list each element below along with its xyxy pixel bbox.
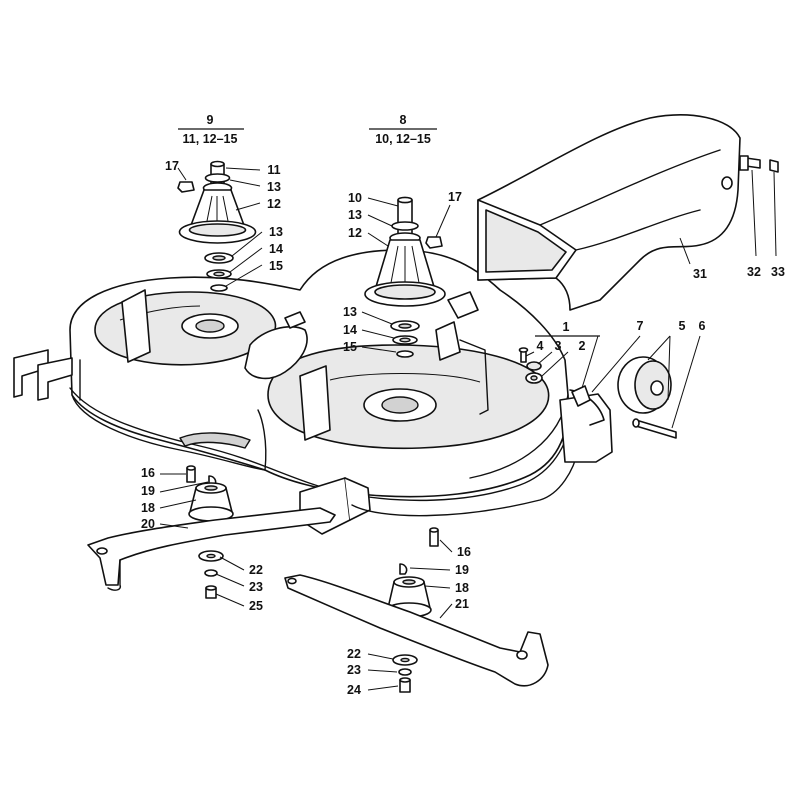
callout-18a: 18 <box>141 501 155 515</box>
callout-25: 25 <box>249 599 263 613</box>
callout-labels: 17 11 13 12 13 14 15 10 13 12 17 13 14 1… <box>141 159 785 697</box>
callout-18b: 18 <box>455 581 469 595</box>
group-header-1-top: 1 <box>563 320 570 334</box>
belt-cover-part-7 <box>571 385 591 407</box>
callout-3: 3 <box>555 339 562 353</box>
anti-scalp-wheel-part-5 <box>617 356 672 414</box>
callout-17b: 17 <box>448 190 462 204</box>
axle-pin-part-6 <box>632 418 677 439</box>
callout-5: 5 <box>679 319 686 333</box>
group-header-1: 1 <box>535 320 600 337</box>
callout-22b: 22 <box>347 647 361 661</box>
callout-12b: 12 <box>348 226 362 240</box>
callout-16a: 16 <box>141 466 155 480</box>
mower-deck <box>13 249 613 535</box>
callout-19a: 19 <box>141 484 155 498</box>
blade-assembly-left <box>87 465 336 599</box>
callout-21: 21 <box>455 597 469 611</box>
group-header-8-top: 8 <box>400 113 407 127</box>
callout-17a: 17 <box>165 159 179 173</box>
group-header-9: 9 11, 12–15 <box>178 113 244 146</box>
callout-7: 7 <box>637 319 644 333</box>
callout-22a: 22 <box>249 563 263 577</box>
leader-lines <box>159 167 777 691</box>
callout-12a: 12 <box>267 197 281 211</box>
callout-15b: 15 <box>343 340 357 354</box>
callout-14a: 14 <box>269 242 283 256</box>
blade-assembly-right <box>284 527 549 693</box>
callout-11: 11 <box>267 163 280 177</box>
deck-hardware-parts-2-4 <box>518 347 543 384</box>
callout-23b: 23 <box>347 663 361 677</box>
callout-2: 2 <box>579 339 586 353</box>
callout-6: 6 <box>699 319 706 333</box>
chute-bolt-part-32 <box>739 155 761 171</box>
spindle-assembly-left <box>177 160 257 292</box>
chute-nut-part-33 <box>769 159 779 173</box>
group-header-8: 8 10, 12–15 <box>369 113 437 146</box>
callout-24: 24 <box>347 683 361 697</box>
callout-33: 33 <box>771 265 785 279</box>
group-header-9-bottom: 11, 12–15 <box>183 132 238 146</box>
group-header-8-bottom: 10, 12–15 <box>375 132 431 146</box>
callout-16b: 16 <box>457 545 471 559</box>
group-header-9-top: 9 <box>207 113 214 127</box>
callout-4: 4 <box>537 339 544 353</box>
callout-15a: 15 <box>269 259 283 273</box>
callout-19b: 19 <box>455 563 469 577</box>
callout-13b: 13 <box>269 225 283 239</box>
callout-20: 20 <box>141 517 155 531</box>
callout-10: 10 <box>348 191 362 205</box>
spindle-assembly-right <box>364 196 446 358</box>
discharge-chute-part-31 <box>477 114 741 311</box>
callout-14b: 14 <box>343 323 357 337</box>
callout-13d: 13 <box>343 305 357 319</box>
callout-31: 31 <box>693 267 707 281</box>
callout-32: 32 <box>747 265 761 279</box>
callout-13c: 13 <box>348 208 362 222</box>
callout-13a: 13 <box>267 180 281 194</box>
callout-23a: 23 <box>249 580 263 594</box>
